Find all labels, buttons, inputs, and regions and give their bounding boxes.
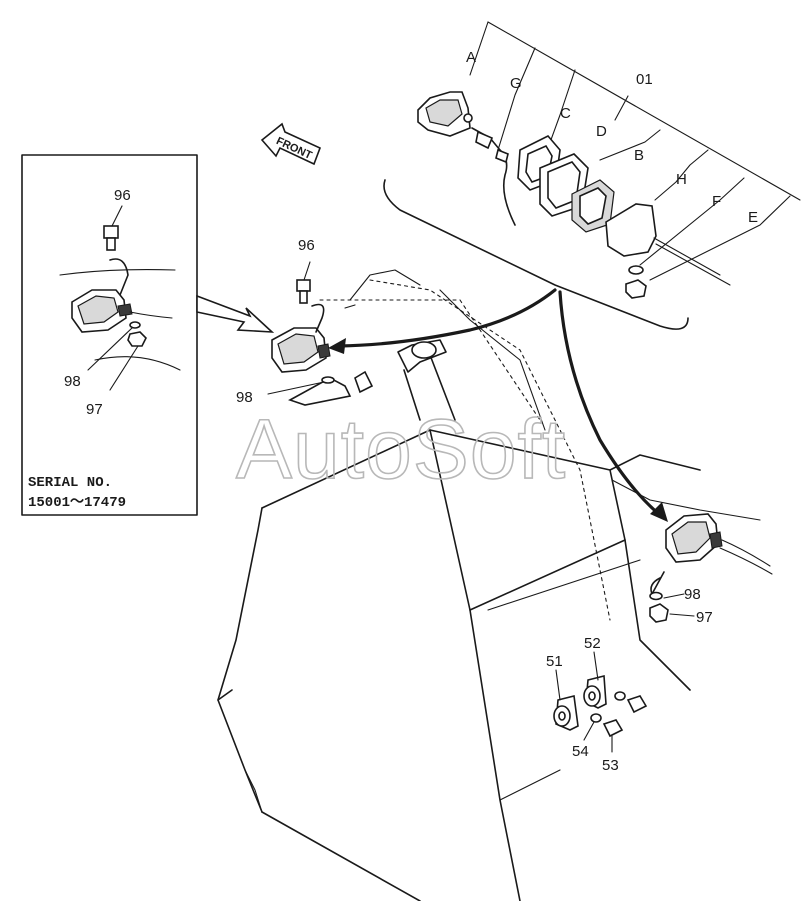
- callout-96-main: 96: [298, 237, 315, 254]
- callout-01: 01: [636, 71, 653, 88]
- callout-A: A: [466, 49, 476, 66]
- callout-E: E: [748, 209, 758, 226]
- exploded-lamp-callout: A G C 01 D B H F E: [383, 21, 801, 330]
- callout-98-rear: 98: [684, 586, 701, 603]
- callout-53: 53: [602, 757, 619, 774]
- callout-98-inset: 98: [64, 373, 81, 390]
- serial-number-range: 15001～17479: [28, 495, 126, 511]
- callout-G: G: [510, 75, 522, 92]
- callout-97-rear: 97: [696, 609, 713, 626]
- callout-98-main: 98: [236, 389, 253, 406]
- callout-52: 52: [584, 635, 601, 652]
- callout-54: 54: [572, 743, 589, 760]
- inset-frame: [21, 154, 198, 516]
- callout-51: 51: [546, 653, 563, 670]
- inset-bolt: [103, 225, 119, 251]
- serial-inset: 96 98 97 SERIAL NO. 15001～17479: [21, 154, 198, 516]
- watermark: AutoSoft: [236, 402, 566, 496]
- callout-D: D: [596, 123, 607, 140]
- cab-body: [217, 269, 761, 901]
- serial-number-label: SERIAL NO.: [28, 475, 112, 491]
- callout-H: H: [676, 171, 687, 188]
- callout-B: B: [634, 147, 644, 164]
- inset-pointer-arrow: [196, 294, 275, 333]
- callout-C: C: [560, 105, 571, 122]
- front-work-lamp: 96 98: [236, 237, 335, 406]
- callout-96-inset: 96: [114, 187, 131, 204]
- rear-work-lamp: 98 97: [649, 513, 773, 626]
- bracket-assembly: 51 52 54 53: [546, 635, 648, 774]
- inset-lamp: [71, 289, 173, 333]
- callout-F: F: [712, 193, 721, 210]
- leader-arrows: [328, 288, 668, 522]
- front-direction-arrow: FRONT: [260, 122, 322, 166]
- callout-97-inset: 97: [86, 401, 103, 418]
